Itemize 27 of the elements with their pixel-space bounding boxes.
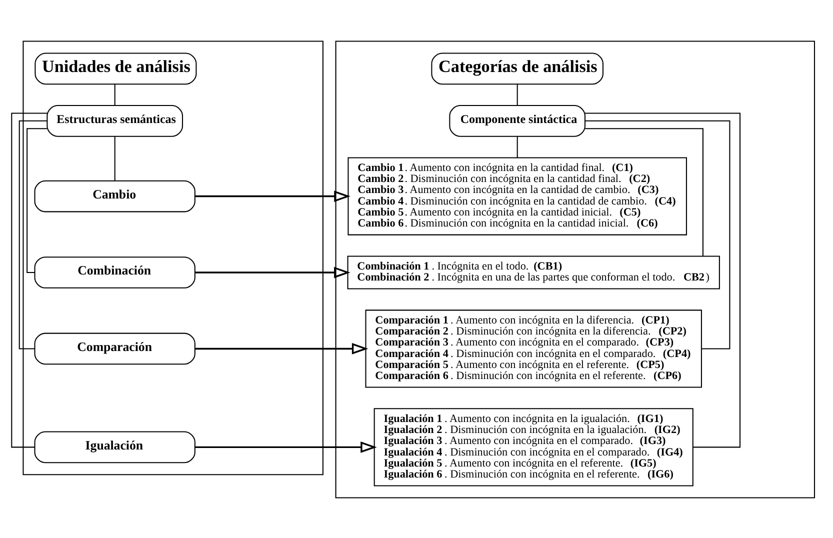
node-box: Cambio xyxy=(34,180,196,212)
cluster xyxy=(22,40,324,475)
node-box: Cambio 1. Aumento con incógnita en la cantidad final. (C1) Cambio 2. Disminución con incógnita en la cantidad final. (C2) Cambio 3. Aumento con incógnita en la cantidad de cambio. (C3) Cambio 4. Disminución con incógnita en la cantidad de cambio. (C4) Cambio 5. Aumento con incógnita en la cantidad inicial. (C5) Cambio 6. Disminución con incógnita en la cantidad inicial. (C6) xyxy=(348,156,687,235)
connector xyxy=(114,136,116,180)
node-box: Comparación xyxy=(34,332,196,364)
connector xyxy=(516,136,518,158)
node-box: Combinación 1. Incógnita en el todo. (CB1) Combinación 2. Incógnita en una de las partes que conforman el todo. CB2) xyxy=(347,255,720,289)
connector xyxy=(585,120,730,349)
node-box: Igualación 1. Aumento con incógnita en la igualación. (IG1) Igualación 2. Disminución con incógnita en la igualación. (IG2) Igualación 3. Aumento con incógnita en el comparado. (IG3) Igualación 4. Disminución con incógnita en el comparado. (IG4) Igualación 5. Aumento con incógnita en el referente. (IG5) Igualación 6. Disminución con incógnita en el referente. (IG6) xyxy=(374,408,694,486)
node-box: Combinación xyxy=(34,256,196,288)
node-box: Estructuras semánticas xyxy=(46,104,183,136)
connector xyxy=(11,112,48,448)
arrow xyxy=(195,266,350,278)
node-box: Componente sintáctica xyxy=(449,104,586,136)
arrow xyxy=(195,190,350,202)
arrow xyxy=(195,441,377,452)
node-box: Unidades de análisis xyxy=(34,52,197,84)
node-box: Igualación xyxy=(34,430,196,463)
connector xyxy=(516,84,518,105)
arrow xyxy=(195,342,368,354)
node-box: Categorías de análisis xyxy=(431,52,604,84)
connector xyxy=(26,128,47,272)
connector xyxy=(18,120,47,349)
connector xyxy=(585,112,740,448)
connector xyxy=(114,84,116,105)
node-box: Comparación 1. Aumento con incógnita en la diferencia. (CP1) Comparación 2. Disminución con incógnita en la diferencia. (CP2) Comparación 3. Aumento con incógnita en el comparado. (CP3) Comparación 4. Disminución con incógnita en el comparado. (CP4) Comparación 5. Aumento con incógnita en el referente. (CP5) Comparación 6. Disminución con incógnita en el referente. (CP6) xyxy=(365,309,702,388)
connector xyxy=(585,128,704,256)
